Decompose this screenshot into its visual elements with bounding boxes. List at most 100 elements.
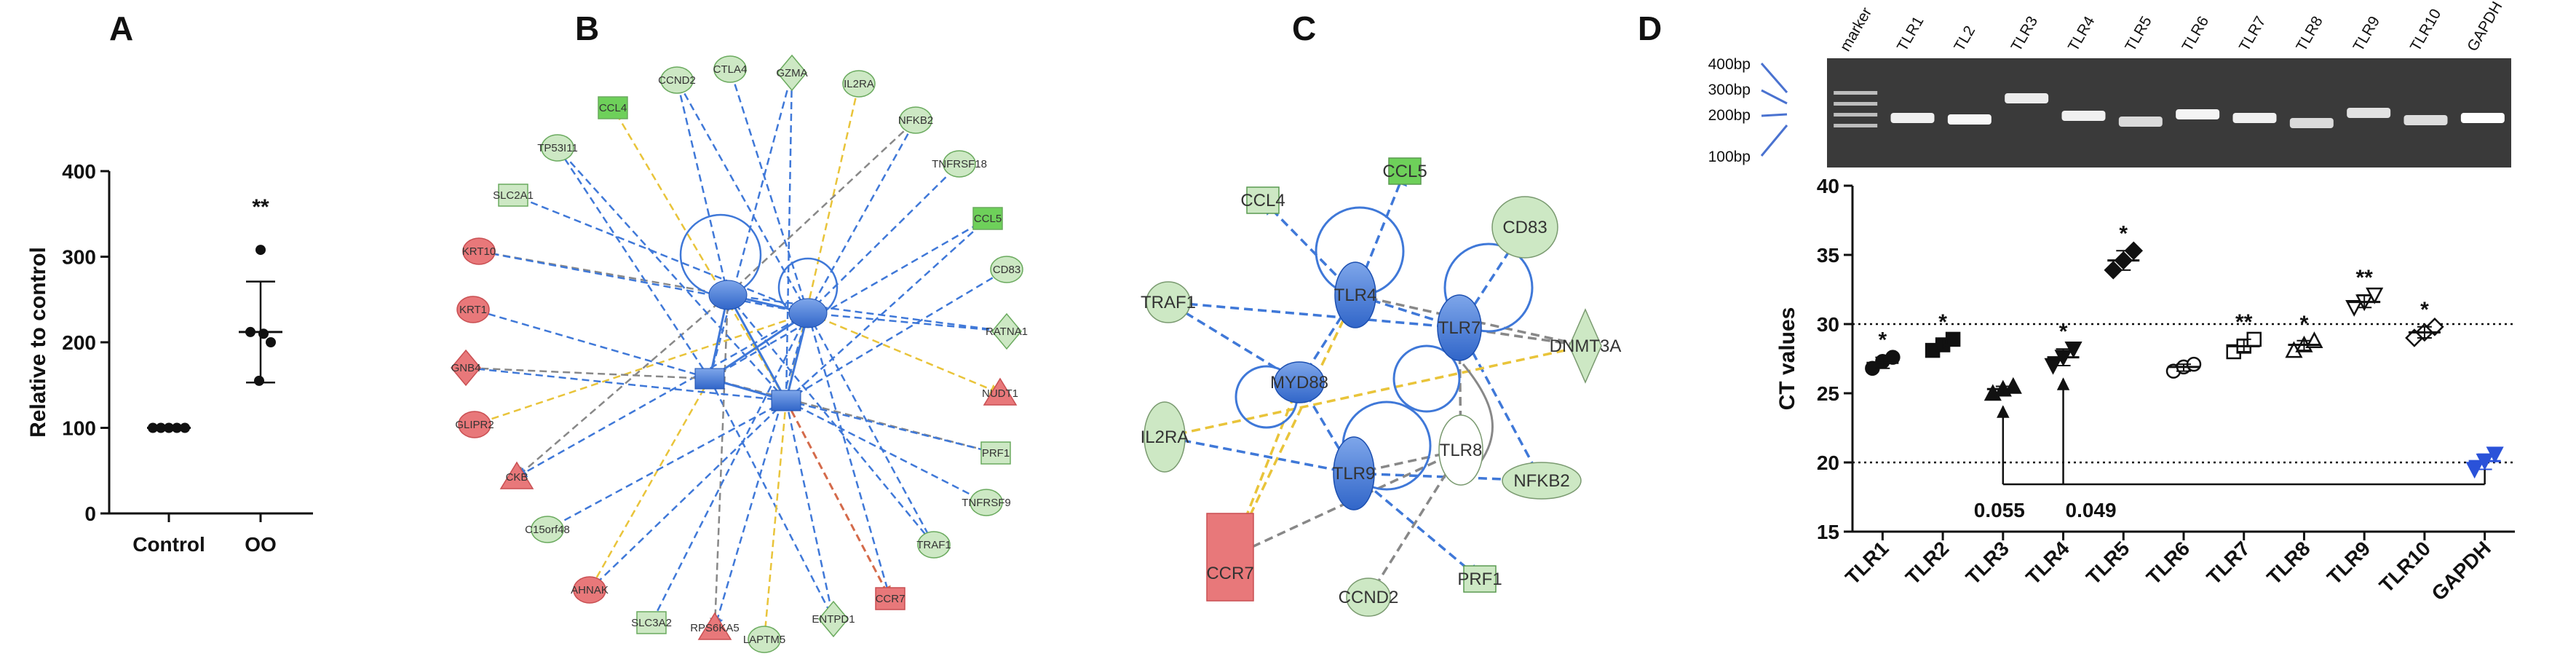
node-shape [980,441,1011,465]
node-label: DNMT3A [1550,336,1622,356]
ladder-band [1834,113,1878,117]
node-label: GZMA [776,67,807,79]
significance-label: * [2059,320,2068,344]
significance-label: ** [2356,266,2374,290]
ladder-label: 400bp [1708,56,1751,73]
node-shape [636,611,667,634]
node-shape [462,237,496,265]
data-point [2425,318,2444,336]
node-label: IL2RA [1141,427,1189,447]
network-edge [785,71,798,401]
lane-label: TLR1 [1894,14,1927,55]
node-shape [573,576,606,604]
data-point [255,245,266,256]
x-tick-label: TLR3 [1962,537,2013,588]
data-point [266,337,276,347]
significance-label: * [2119,221,2128,245]
node-shape [899,106,932,134]
network-edge [712,312,809,629]
network-edge [807,119,917,314]
node-label: CKB [506,471,528,484]
network-edge [675,79,809,314]
network-edge [1462,363,1494,467]
node-label: TNFRSF18 [932,158,987,170]
network-edge [1166,296,1460,329]
ladder-label: 300bp [1708,82,1751,98]
node-label: PRF1 [1457,570,1502,589]
node-label: CCND2 [1339,588,1399,607]
x-tick-label: Control [132,533,205,556]
gel-band [2403,115,2448,125]
lane-label: TLR5 [2122,14,2155,55]
node-shape [456,296,490,323]
x-tick-label: GAPDH [2427,537,2494,604]
node-shape [972,207,1003,230]
network-edge [727,293,1008,336]
gel-band [1947,114,1992,125]
network-edge [785,400,892,600]
network-edge [785,217,989,401]
network-edge [477,248,809,315]
node-shape [1569,308,1602,384]
y-axis-label: Relative to control [26,247,50,438]
node-shape [451,349,481,387]
network-edge [727,68,809,314]
node-label: TRAF1 [916,539,951,551]
node-shape [1388,157,1422,185]
gel-band [2232,113,2277,123]
y-tick-label: 300 [62,246,96,269]
x-tick-label: TLR5 [2082,537,2133,588]
node-label: CCND2 [658,74,696,87]
node-shape [1144,401,1186,473]
network-edge [807,162,961,314]
significance-label: * [1879,328,1887,352]
y-tick-label: 100 [62,417,96,440]
y-tick-label: 35 [1817,244,1839,267]
ladder-connector [1761,89,1788,105]
ladder-connector [1760,63,1788,93]
gel-band [2289,118,2334,128]
node-label: CCR7 [876,593,905,605]
node-shape [531,516,564,543]
node-label: SLC3A2 [631,617,672,629]
self-loop [1443,243,1534,333]
node-label: RATNA1 [986,326,1028,338]
node-shape [458,411,491,438]
p-value-label: 0.055 [1974,499,2025,521]
node-label: CCL4 [1240,191,1285,210]
gel-band [2460,113,2505,123]
node-shape [970,489,1003,516]
network-edge [785,399,997,457]
network-edge [785,82,863,401]
lane-label: TLR8 [2293,14,2326,55]
node-label: CCR7 [1206,564,1253,583]
ladder-connector [1760,125,1788,157]
node-shape [1274,361,1325,403]
network-edge [556,146,711,379]
network-edge [515,312,809,478]
node-shape [1491,196,1558,259]
node-shape [1206,513,1254,602]
x-tick-label: TLR8 [2262,537,2314,588]
node-label: RPS6KA5 [690,622,740,634]
network-edge [807,312,1002,395]
network-edge [727,119,917,296]
network-edge [807,312,935,546]
gel-band [2061,111,2106,121]
hub-node [694,368,725,390]
node-shape [818,600,849,638]
node-label: TLR9 [1333,464,1376,484]
node-label: CD83 [1502,218,1547,237]
node-shape [541,134,574,162]
x-tick-label: TLR1 [1841,537,1893,588]
x-tick-label: TLR6 [2142,537,2194,588]
network-edge [1167,301,1300,384]
lane-label: TL2 [1951,23,1978,55]
gel-band [2118,117,2163,127]
